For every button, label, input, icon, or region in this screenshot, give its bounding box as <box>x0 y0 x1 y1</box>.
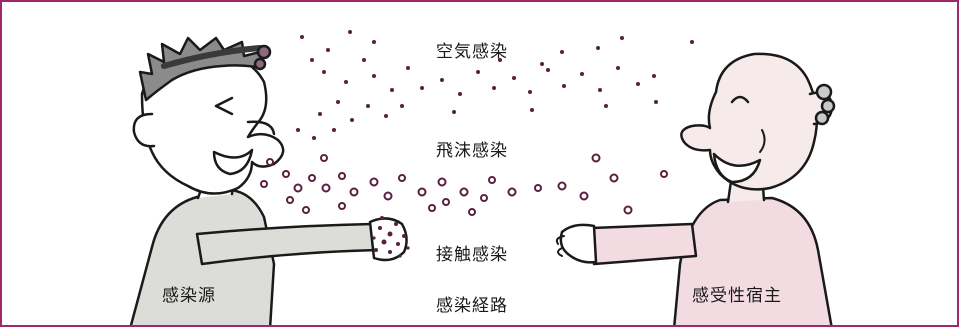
host-arm <box>592 224 696 264</box>
infection-source-label: 感染源 <box>162 281 216 306</box>
source-hand <box>370 218 407 260</box>
infection-routes-caption: 感染経路 <box>436 291 508 316</box>
droplet-particles <box>261 155 667 216</box>
host-hand <box>561 225 596 262</box>
droplet-infection-label: 飛沫感染 <box>436 136 508 161</box>
airborne-infection-label: 空気感染 <box>436 37 508 62</box>
host-shirt <box>674 198 832 327</box>
contact-infection-label: 接触感染 <box>436 240 508 265</box>
susceptible-host-label: 感受性宿主 <box>692 281 782 306</box>
